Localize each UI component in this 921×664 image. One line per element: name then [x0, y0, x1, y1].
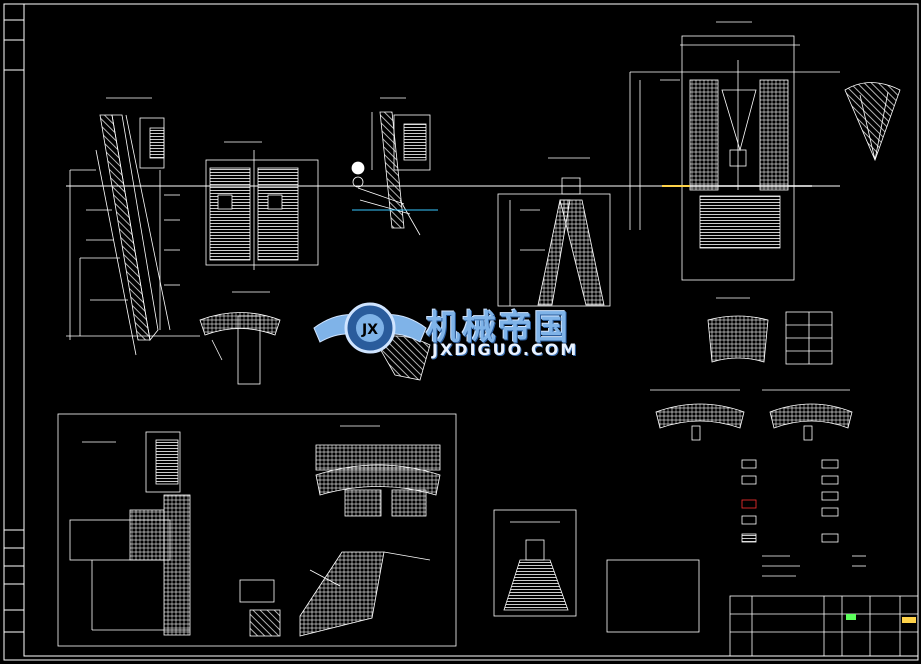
- wall-pipe-section: [351, 97, 431, 236]
- watermark-title-cn: 机械帝国: [426, 308, 570, 348]
- watermark: 机械帝国 JXDIGUO.COM: [314, 298, 614, 364]
- tower-section-center: [497, 157, 611, 307]
- title-block: [729, 595, 919, 657]
- arch-details-right: [650, 297, 853, 441]
- v-section-panel: [205, 141, 319, 270]
- inclined-wall-section-left: [66, 97, 200, 356]
- notes-area: [762, 555, 866, 577]
- fan-arch-detail: [844, 82, 901, 162]
- legend-boxes: [741, 459, 839, 543]
- arch-pieces-middle: [199, 291, 431, 385]
- empty-note-box: [606, 559, 700, 633]
- drawing-frame: [3, 3, 919, 661]
- gear-wings-logo-icon: JX: [313, 302, 427, 354]
- detail-panel-lower-left: [57, 413, 457, 647]
- svg-text:JX: JX: [361, 322, 378, 338]
- step-footing-panel: [493, 509, 577, 617]
- watermark-title-en: JXDIGUO.COM: [432, 340, 579, 359]
- title-block-highlight-green: [846, 614, 856, 620]
- kiln-section-right: [629, 21, 840, 281]
- title-block-highlight-yellow: [902, 617, 916, 623]
